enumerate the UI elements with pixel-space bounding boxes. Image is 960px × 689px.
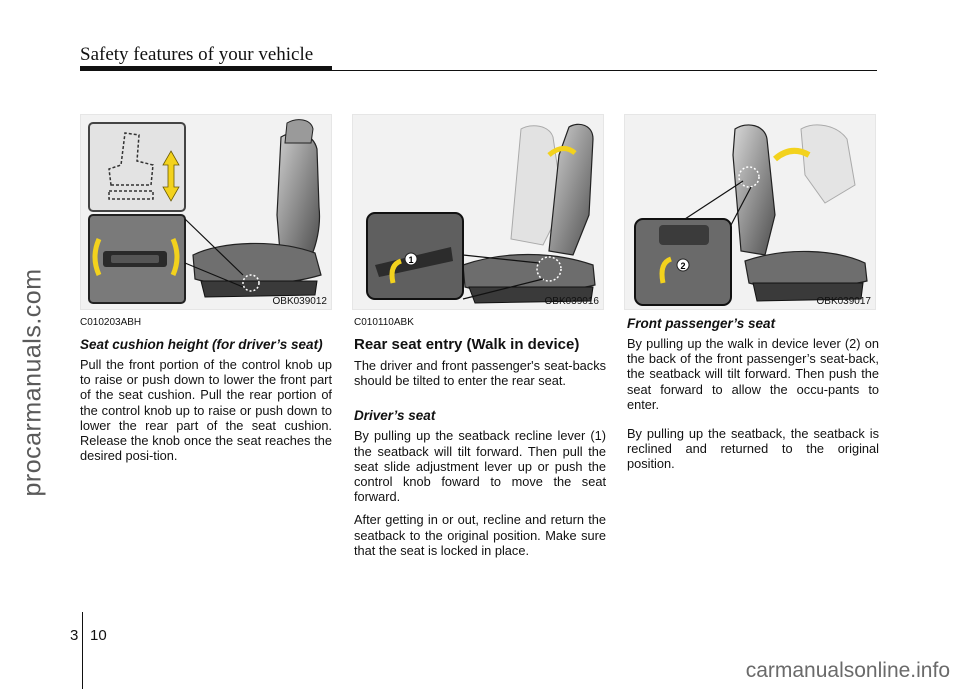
callout-number-2: 2 <box>680 261 685 271</box>
figure-code: OBK039012 <box>272 296 328 307</box>
subheading-drivers-seat: Driver’s seat <box>354 408 436 424</box>
column-passenger-seat: Front passenger’s seat By pulling up the… <box>627 314 879 472</box>
footer-watermark: carmanualsonline.info <box>745 659 950 682</box>
body-paragraph: By pulling up the walk in device lever (… <box>627 336 879 412</box>
body-paragraph: After getting in or out, recline and ret… <box>354 512 606 558</box>
header-rule <box>80 69 877 71</box>
body-paragraph: By pulling up the seatback, the seatback… <box>627 426 879 472</box>
seat-cushion-illustration <box>88 119 322 304</box>
side-watermark-text: procarmanuals.com <box>18 267 47 497</box>
column-seat-cushion: C010203ABH Seat cushion height (for driv… <box>80 314 332 463</box>
figure-seat-cushion-height: OBK039012 <box>80 114 332 310</box>
page-header-title: Safety features of your vehicle <box>80 44 314 65</box>
passenger-seat-illustration: 2 <box>634 124 868 306</box>
figure-passenger-walk-in: 2 OBK039017 <box>624 114 876 310</box>
callout-number-1: 1 <box>408 255 413 265</box>
section-heading: Seat cushion height (for driver’s seat) <box>80 337 323 352</box>
column-rear-seat-entry: C010110ABK Rear seat entry (Walk in devi… <box>354 314 606 558</box>
driver-seat-illustration: 1 <box>366 123 596 304</box>
figure-code: OBK039016 <box>544 296 600 307</box>
body-paragraph: The driver and front passenger's seat-ba… <box>354 358 606 389</box>
page-number-divider <box>82 612 83 689</box>
body-paragraph: Pull the front portion of the control kn… <box>80 357 332 464</box>
section-number: 3 <box>70 627 79 644</box>
header-rule-thick <box>80 66 332 71</box>
figure-code: OBK039017 <box>816 296 872 307</box>
subheading-passengers-seat: Front passenger’s seat <box>627 316 776 331</box>
section-code: C010203ABH <box>80 317 142 328</box>
section-heading: Rear seat entry (Walk in device) <box>354 336 580 353</box>
body-paragraph: By pulling up the seatback recline lever… <box>354 428 606 505</box>
page-number: 10 <box>90 627 107 644</box>
section-code: C010110ABK <box>354 317 414 328</box>
side-watermark: procarmanuals.com <box>19 172 47 592</box>
figure-driver-walk-in: 1 OBK039016 <box>352 114 604 310</box>
